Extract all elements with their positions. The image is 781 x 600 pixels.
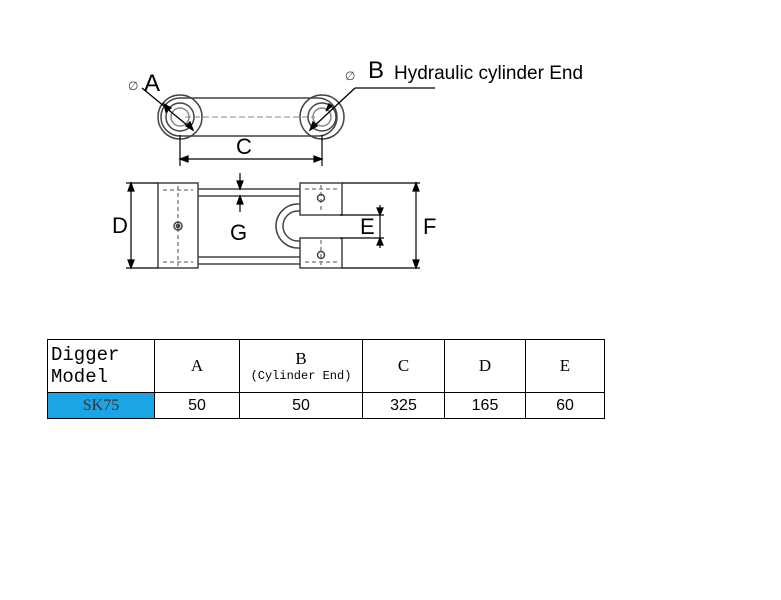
label-b-description: Hydraulic cylinder End [394,63,583,84]
label-d: D [112,213,128,238]
label-b: B [368,57,384,84]
phi-symbol-a: ∅ [128,79,138,93]
side-view-link [157,182,343,269]
header-b: B (Cylinder End) [239,339,363,393]
dimension-f [342,181,420,270]
header-b-sub: (Cylinder End) [250,369,352,383]
cell-b: 50 [239,392,363,419]
header-digger-label: Digger [51,344,120,366]
header-digger-model: Digger Model [47,339,155,393]
cell-model: SK75 [47,392,155,419]
table-header-row: Digger Model A B (Cylinder End) C D E [47,339,605,393]
header-a: A [154,339,240,393]
header-b-label: B [295,349,307,368]
technical-drawing: ∅ A ∅ B Hydraulic cylinder End C [112,57,583,270]
header-c: C [362,339,445,393]
cell-a: 50 [154,392,240,419]
top-view-link [157,94,345,140]
cell-e: 60 [525,392,605,419]
dimension-g [236,173,244,212]
cell-c: 325 [362,392,445,419]
phi-symbol-b: ∅ [345,69,355,83]
diameter-leaders [141,87,435,132]
dimension-c [178,135,324,166]
spec-table: Digger Model A B (Cylinder End) C D E SK… [47,339,605,419]
label-g: G [230,220,247,245]
dimension-d [126,181,158,270]
label-c: C [236,134,252,159]
label-f: F [423,214,436,239]
header-d: D [444,339,526,393]
label-a: A [144,70,160,97]
cell-d: 165 [444,392,526,419]
header-e: E [525,339,605,393]
dimension-e [340,205,384,248]
table-row: SK75 50 50 325 165 60 [47,392,605,419]
header-model-label: Model [51,366,109,388]
label-e: E [360,214,375,239]
